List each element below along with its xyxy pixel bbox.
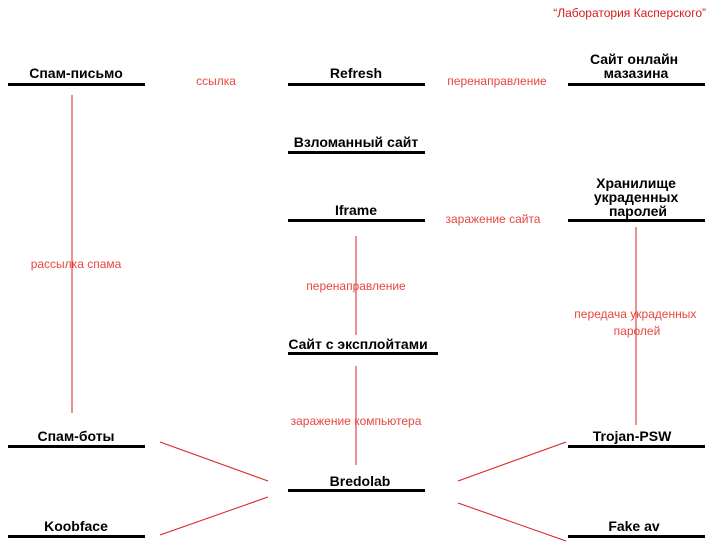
node-bredolab: Bredolab <box>330 473 391 489</box>
edge-label-redirect-mid: перенаправление <box>306 279 406 293</box>
node-shop-site-line2: мазазина <box>604 65 669 81</box>
node-iframe: Iframe <box>335 202 377 218</box>
edge-bredolab-fakeav-line <box>457 502 567 542</box>
edge-label-link: ссылка <box>196 74 236 88</box>
node-bar-iframe <box>288 219 425 222</box>
node-shop-site: Сайт онлайн мазазина <box>590 51 682 81</box>
node-bar-exploit-site <box>288 352 438 355</box>
node-spam-letter: Спам-письмо <box>29 65 123 81</box>
edge-label-site-infection: заражение сайта <box>446 212 541 226</box>
node-trojan-psw: Trojan-PSW <box>593 428 672 444</box>
edge-label-password-transfer-line2: паролей <box>614 324 661 338</box>
edge-bredolab-koobface-line <box>159 496 269 536</box>
edge-label-redirect-top: перенаправление <box>447 74 547 88</box>
node-bar-trojan-psw <box>568 445 705 448</box>
edge-bredolab-spam-bots-line <box>159 441 269 482</box>
edge-label-spam-mailing: рассылка спама <box>31 257 122 271</box>
node-bar-refresh <box>288 83 425 86</box>
node-fake-av: Fake av <box>608 518 660 534</box>
node-bar-fake-av <box>568 535 705 538</box>
node-password-storage-line2: украденных <box>594 189 679 205</box>
credit-label: “Лаборатория Касперского” <box>553 6 706 20</box>
node-bar-spam-letter <box>8 83 145 86</box>
edge-bredolab-trojan-line <box>457 441 567 482</box>
node-bar-hacked-site <box>288 151 425 154</box>
node-exploit-site: Сайт с эксплойтами <box>288 336 427 352</box>
node-bar-spam-bots <box>8 445 145 448</box>
node-bar-shop-site <box>568 83 705 86</box>
node-refresh: Refresh <box>330 65 382 81</box>
node-shop-site-line1: Сайт онлайн <box>590 51 678 67</box>
node-password-storage: Хранилище украденных паролей <box>594 175 682 219</box>
node-spam-bots: Спам-боты <box>37 428 114 444</box>
node-password-storage-line3: паролей <box>609 203 667 219</box>
node-bar-koobface <box>8 535 145 538</box>
node-koobface: Koobface <box>44 518 108 534</box>
node-hacked-site: Взломанный сайт <box>294 134 419 150</box>
edge-label-password-transfer: передача украденных паролей <box>574 307 699 338</box>
node-bar-password-storage <box>568 219 705 222</box>
node-password-storage-line1: Хранилище <box>596 175 676 191</box>
edge-label-password-transfer-line1: передача украденных <box>574 307 696 321</box>
edge-label-computer-infection: заражение компьютера <box>291 414 422 428</box>
node-bar-bredolab <box>288 489 425 492</box>
